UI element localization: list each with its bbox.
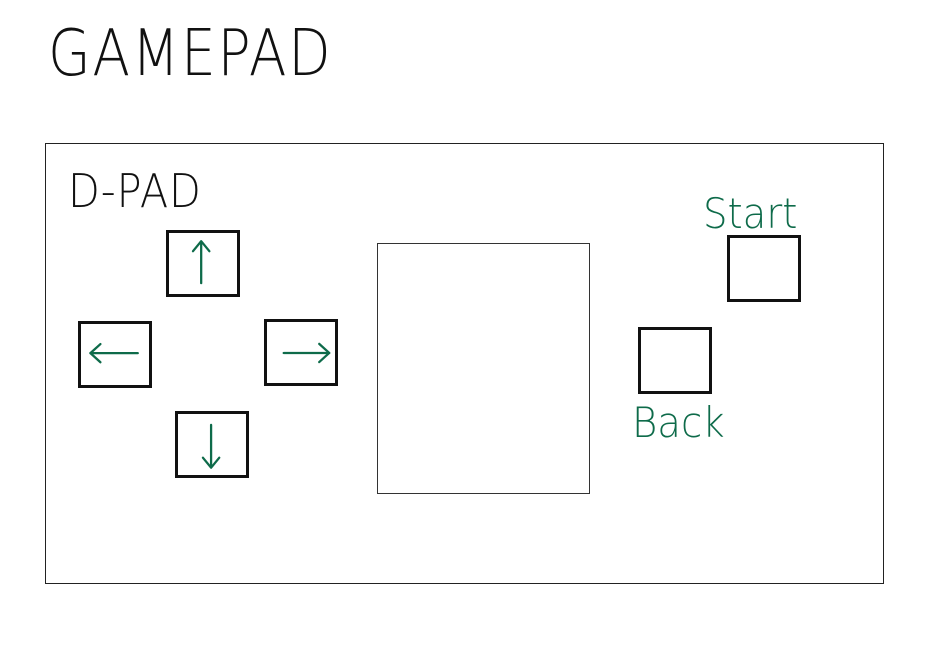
back-button[interactable]	[638, 327, 712, 394]
dpad-down-button[interactable]	[175, 411, 249, 478]
dpad-right-button[interactable]	[264, 319, 338, 386]
dpad-left-button[interactable]	[78, 321, 152, 388]
arrow-up-icon	[191, 240, 211, 285]
arrow-right-icon	[282, 342, 331, 364]
start-label: Start	[703, 189, 798, 238]
dpad-label: D-PAD	[68, 164, 202, 218]
gamepad-screen	[377, 243, 590, 494]
start-button[interactable]	[727, 235, 801, 302]
page-title: GAMEPAD	[48, 17, 333, 91]
dpad-up-button[interactable]	[166, 230, 240, 297]
back-label: Back	[632, 398, 725, 447]
arrow-left-icon	[89, 342, 139, 364]
arrow-down-icon	[201, 423, 221, 469]
